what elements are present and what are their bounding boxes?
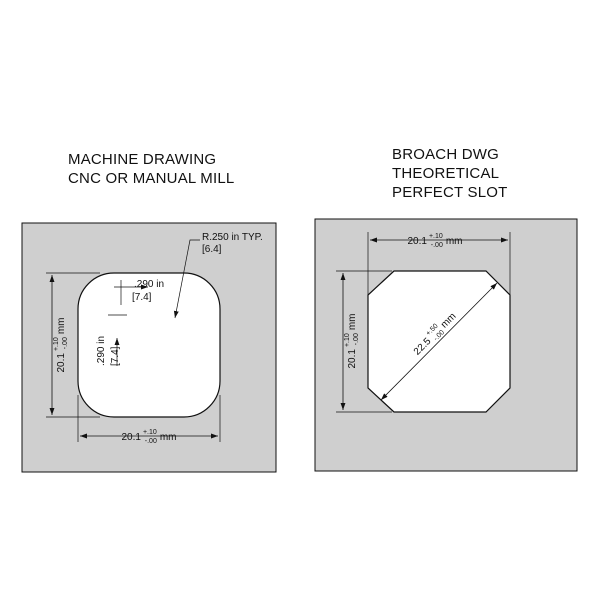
height-dimension-label: 20.1 +.10-.00 mm	[344, 313, 360, 368]
radius-note-metric: [6.4]	[202, 244, 222, 255]
extension-lines	[46, 272, 221, 442]
tol-minus: -.00	[353, 333, 360, 345]
diagonal-dimension-line	[380, 282, 498, 401]
dim-unit: mm	[347, 313, 358, 330]
tol-plus: +.10	[53, 337, 60, 351]
dim-unit: mm	[160, 432, 177, 443]
vertical-offset-label: .290 in	[96, 336, 107, 366]
tol-plus: +.10	[344, 333, 351, 347]
tol-plus: +.10	[143, 429, 157, 436]
radius-note: R.250 in TYP.	[202, 232, 263, 243]
caption-line: CNC OR MANUAL MILL	[68, 170, 235, 187]
tol-plus: +.10	[429, 233, 443, 240]
horizontal-offset-metric: [7.4]	[132, 292, 152, 303]
caption-line: MACHINE DRAWING	[68, 151, 217, 168]
extension-lines	[336, 232, 511, 413]
dim-value: 20.1	[347, 349, 358, 369]
vertical-offset-metric: [7.4]	[110, 346, 121, 366]
height-dimension-label: 20.1 +.10-.00 mm	[53, 317, 69, 372]
rounded-square-slot	[77, 272, 221, 418]
machine-drawing-caption: MACHINE DRAWING CNC OR MANUAL MILL	[68, 150, 234, 188]
caption-line: BROACH DWG	[392, 146, 499, 163]
tol-minus: -.00	[431, 242, 443, 249]
broach-drawing-caption: BROACH DWG THEORETICAL PERFECT SLOT	[392, 145, 507, 202]
dim-unit: mm	[446, 236, 463, 247]
dim-unit: mm	[56, 317, 67, 334]
dim-value: 20.1	[121, 432, 141, 443]
dim-value: 20.1	[56, 353, 67, 373]
tol-minus: -.00	[145, 438, 157, 445]
tol-minus: -.00	[62, 337, 69, 349]
caption-line: THEORETICAL	[392, 165, 500, 182]
horizontal-offset-label: .290 in	[134, 279, 164, 290]
dim-value: 20.1	[407, 236, 427, 247]
caption-line: PERFECT SLOT	[392, 184, 508, 201]
radius-leader	[173, 239, 200, 319]
